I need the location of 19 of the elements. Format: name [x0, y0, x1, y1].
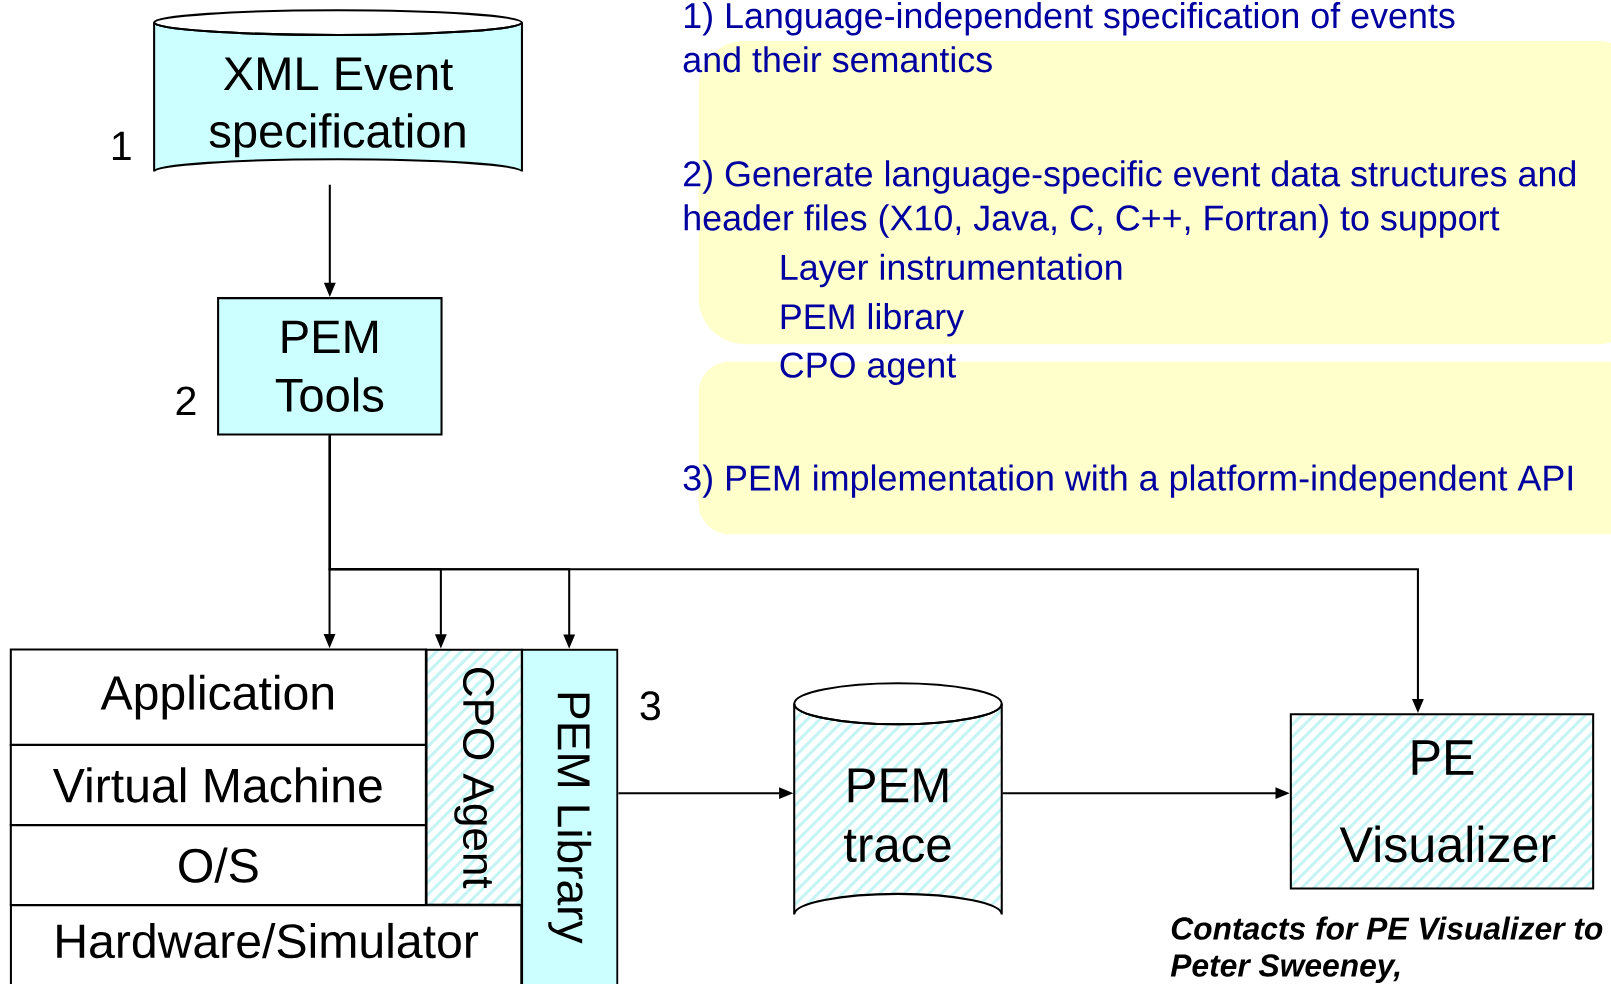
layer-column: PEM Library: [521, 648, 619, 984]
callout-number: 1: [112, 131, 131, 160]
description-text: 1) Language-independent specification of events and their semantics: [683, 1, 1455, 73]
description-text: PEM library: [781, 302, 965, 337]
layer-box: Application: [9, 648, 427, 746]
description-text: Layer instrumentation: [781, 253, 1122, 288]
layer-box: Virtual Machine: [9, 743, 427, 826]
layer-column: CPO Agent: [425, 648, 523, 906]
description-text: 3) PEM implementation with a platform-independent API: [683, 464, 1572, 498]
layer-box: Hardware/Simulator: [9, 904, 523, 984]
cylinder: XML Event specification: [153, 9, 523, 173]
description-text: CPO agent: [780, 352, 956, 385]
description-text: 2) Generate language-specific event data structures and header files (X10, Java, C, C++, Fortran) to support: [684, 160, 1576, 238]
process-box: PE Visualizer: [1289, 713, 1595, 890]
callout-number: 2: [176, 386, 196, 415]
trace-cylinder: PEM trace: [793, 682, 1003, 916]
process-box: PEM Tools: [217, 297, 443, 436]
callout-number: 3: [640, 691, 660, 721]
layer-box: O/S: [9, 824, 427, 906]
